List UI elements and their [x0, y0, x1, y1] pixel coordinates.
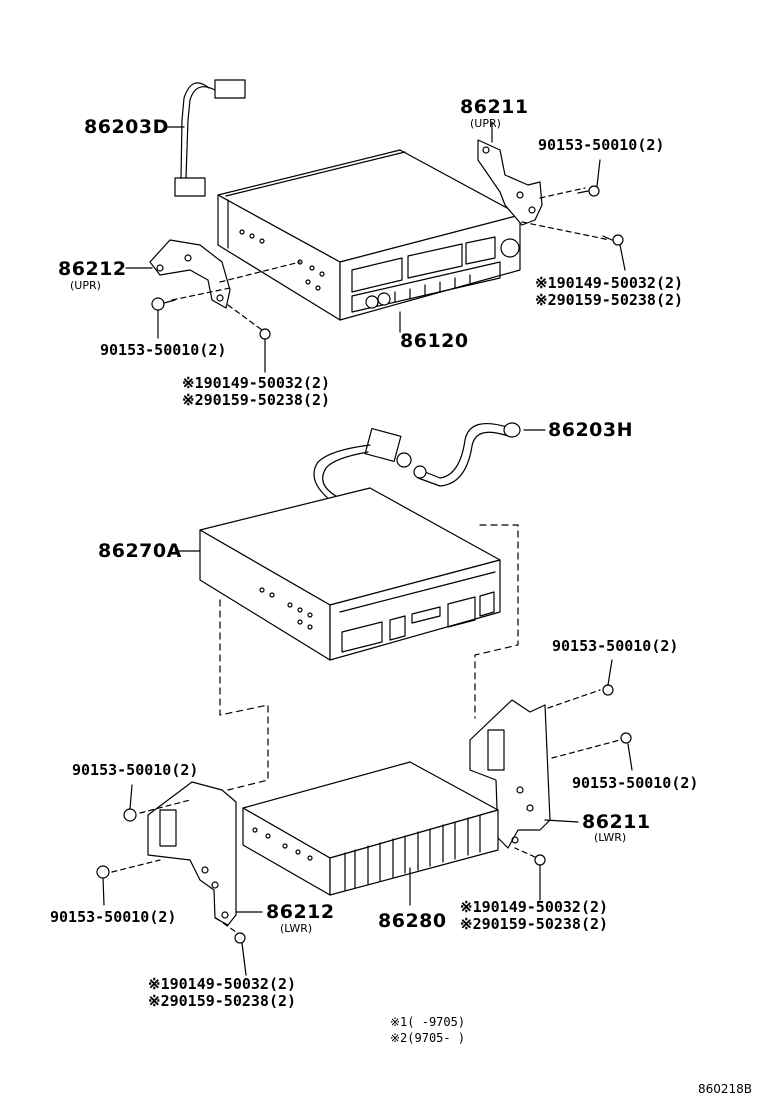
bracket-86212-lwr	[111, 781, 263, 933]
screw-icon	[514, 847, 546, 901]
part-label-86212-lwr: 86212	[266, 901, 335, 923]
part-label-86203d: 86203D	[84, 116, 169, 138]
part-sublabel-upr: (UPR)	[70, 279, 101, 292]
bolt-icon	[96, 865, 110, 906]
part-label-bolt-90153-top-right: 90153-50010(2)	[538, 136, 665, 154]
part-label-bolt-90153-lwr-left-bot: 90153-50010(2)	[50, 908, 177, 926]
figure-code: 860218B	[698, 1082, 753, 1096]
part-label-bolt-90153-mid-right: 90153-50010(2)	[552, 637, 679, 655]
cable-86203h	[313, 422, 546, 501]
part-label-screw-90159-top-right: ※290159-50238(2)	[535, 291, 684, 309]
part-sublabel-upr: (UPR)	[470, 117, 501, 130]
screw-icon	[259, 328, 271, 373]
footnote-2: ※2(9705- )	[390, 1031, 466, 1045]
part-label-screw-90159-bottom-left: ※290159-50238(2)	[148, 992, 297, 1010]
unit-86270a	[174, 487, 519, 791]
part-label-screw-90149-bottom-left: ※190149-50032(2)	[148, 975, 297, 993]
part-label-bolt-90153-lwr-left-top: 90153-50010(2)	[72, 761, 199, 779]
screw-icon	[602, 234, 626, 271]
wire-harness-86203d	[164, 79, 246, 197]
part-label-86120: 86120	[400, 330, 469, 352]
part-label-screw-90149-top-right: ※190149-50032(2)	[535, 274, 684, 292]
bracket-86211-upr	[477, 121, 611, 241]
part-label-86203h: 86203H	[548, 419, 634, 441]
part-label-screw-90149-top-left: ※190149-50032(2)	[182, 374, 331, 392]
bolt-icon	[577, 159, 601, 197]
part-label-screw-90159-bottom-right: ※290159-50238(2)	[460, 915, 609, 933]
footnote-1: ※1( -9705)	[390, 1015, 466, 1029]
part-label-screw-90149-bottom-right: ※190149-50032(2)	[460, 898, 609, 916]
bolt-icon	[620, 732, 633, 771]
amplifier-86280	[242, 761, 499, 906]
part-label-86270a: 86270A	[98, 540, 182, 562]
part-label-86211-lwr: 86211	[582, 811, 651, 833]
part-label-86211-upr: 86211	[460, 96, 529, 118]
radio-unit-86120	[217, 149, 521, 333]
bolt-icon	[151, 297, 176, 339]
part-sublabel-lwr: (LWR)	[280, 922, 313, 935]
part-label-bolt-90153-top-left: 90153-50010(2)	[100, 341, 227, 359]
part-sublabel-lwr: (LWR)	[594, 831, 627, 844]
bracket-86211-lwr	[469, 689, 621, 849]
part-label-86280: 86280	[378, 910, 447, 932]
bracket-86212-upr	[125, 239, 301, 331]
screw-icon	[234, 932, 247, 976]
part-label-86212-upr: 86212	[58, 258, 127, 280]
part-label-screw-90159-top-left: ※290159-50238(2)	[182, 391, 331, 409]
bolt-icon	[602, 659, 614, 696]
bolt-icon	[123, 784, 137, 822]
part-label-bolt-90153-lwr-right: 90153-50010(2)	[572, 774, 699, 792]
